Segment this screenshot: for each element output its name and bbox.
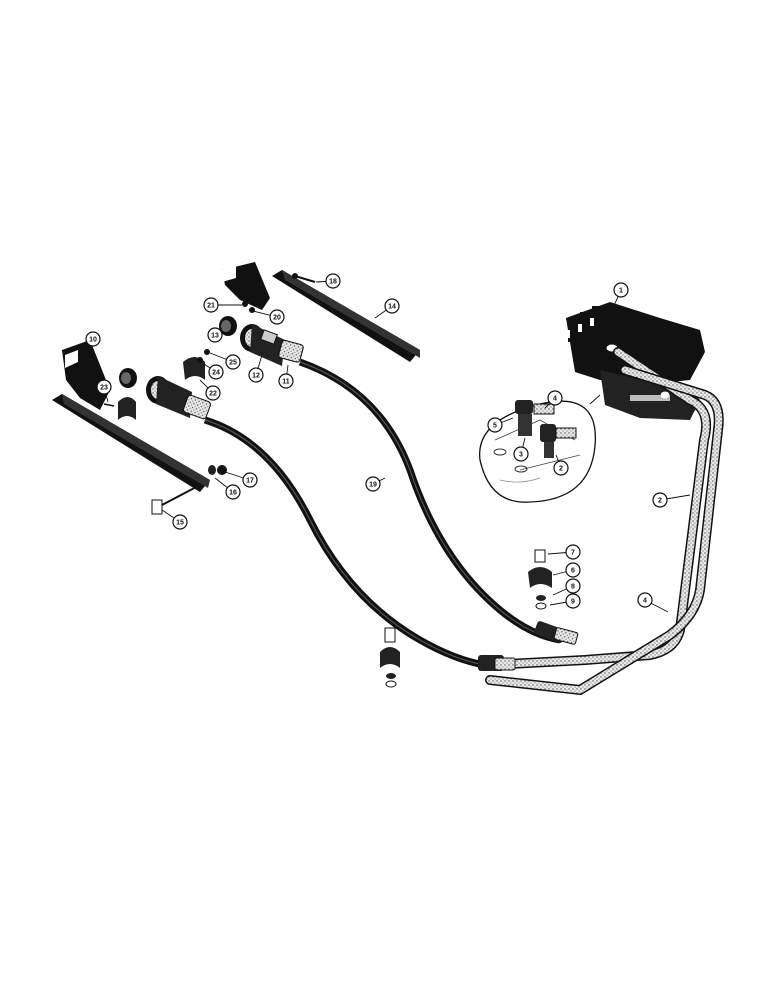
callout-bubble-c20 xyxy=(269,309,285,325)
control-valve xyxy=(566,302,705,420)
tube-clamp-low xyxy=(380,627,400,688)
callout-bubble-c14 xyxy=(384,298,400,314)
callout-bubble-c21 xyxy=(203,297,219,313)
bolt-15 xyxy=(151,484,201,515)
callout-bubble-c5 xyxy=(487,417,503,433)
callout-label-c16: 16 xyxy=(229,490,237,497)
nuts-24-25 xyxy=(197,349,210,363)
callout-label-c6: 6 xyxy=(571,568,575,575)
steel-tubes xyxy=(485,347,724,696)
callout-label-c11: 11 xyxy=(282,379,290,386)
callout-bubble-c2b xyxy=(553,460,569,476)
mounting-bracket-lower xyxy=(52,340,210,492)
callout-bubble-c1 xyxy=(613,282,629,298)
tube-clamp-mid xyxy=(528,549,552,610)
callout-bubble-c16 xyxy=(225,484,241,500)
hose-end-fittings xyxy=(478,621,579,671)
callout-bubble-c19 xyxy=(365,476,381,492)
callout-bubble-c9 xyxy=(565,593,581,609)
callout-label-c17: 17 xyxy=(246,478,254,485)
callout-label-c12: 12 xyxy=(252,373,260,380)
callout-bubble-c8 xyxy=(565,578,581,594)
callout-bubble-c18 xyxy=(325,273,341,289)
callout-bubble-c22 xyxy=(205,385,221,401)
callout-label-c5: 5 xyxy=(493,423,497,430)
callout-bubble-c13 xyxy=(207,327,223,343)
callout-bubble-c4b xyxy=(637,592,653,608)
callout-label-c20: 20 xyxy=(273,315,281,322)
bolt-18 xyxy=(292,273,316,283)
callout-label-c22: 22 xyxy=(209,391,217,398)
callout-label-c4: 4 xyxy=(553,396,557,403)
callout-label-c7: 7 xyxy=(571,550,575,557)
callout-bubble-c10 xyxy=(85,331,101,347)
callout-bubble-c3 xyxy=(513,446,529,462)
callout-label-c21: 21 xyxy=(207,303,215,310)
callout-bubble-c2 xyxy=(652,492,668,508)
callout-bubble-c4 xyxy=(547,390,563,406)
callout-label-c19: 19 xyxy=(369,482,377,489)
callout-label-c4b: 4 xyxy=(643,598,647,605)
nuts-20-21 xyxy=(242,301,255,313)
callout-label-c13: 13 xyxy=(211,333,219,340)
callout-bubble-c23 xyxy=(96,379,112,395)
callout-label-c9: 9 xyxy=(571,599,575,606)
callout-label-c24: 24 xyxy=(212,370,220,377)
callout-label-c10: 10 xyxy=(89,337,97,344)
hydraulic-hoses xyxy=(203,358,561,669)
callout-bubble-c6 xyxy=(565,562,581,578)
callout-bubble-c24 xyxy=(208,364,224,380)
callout-bubble-c25 xyxy=(225,354,241,370)
callout-bubble-c7 xyxy=(565,544,581,560)
callout-label-c8: 8 xyxy=(571,584,575,591)
callout-label-c2: 2 xyxy=(658,498,662,505)
callout-bubble-c17 xyxy=(242,472,258,488)
washers-16-17 xyxy=(208,465,227,475)
dust-cap-lower xyxy=(119,368,137,388)
hose-clamp-lower xyxy=(118,397,136,420)
callout-label-c23: 23 xyxy=(100,385,108,392)
quick-coupler-upper xyxy=(240,324,304,366)
quick-coupler-lower xyxy=(146,376,212,420)
callout-label-c2b: 2 xyxy=(559,466,563,473)
callout-label-c3: 3 xyxy=(519,452,523,459)
callout-label-c15: 15 xyxy=(176,520,184,527)
dust-cap-upper xyxy=(219,316,237,336)
callout-bubble-c15 xyxy=(172,514,188,530)
mounting-bracket-upper xyxy=(222,262,420,362)
callout-bubble-c12 xyxy=(248,367,264,383)
callout-bubble-c11 xyxy=(278,373,294,389)
callout-label-c1: 1 xyxy=(619,288,623,295)
callout-label-c18: 18 xyxy=(329,279,337,286)
callout-label-c25: 25 xyxy=(229,360,237,367)
callout-label-c14: 14 xyxy=(388,304,396,311)
fitting-detail-inset xyxy=(479,394,601,503)
screw-23 xyxy=(103,403,115,407)
